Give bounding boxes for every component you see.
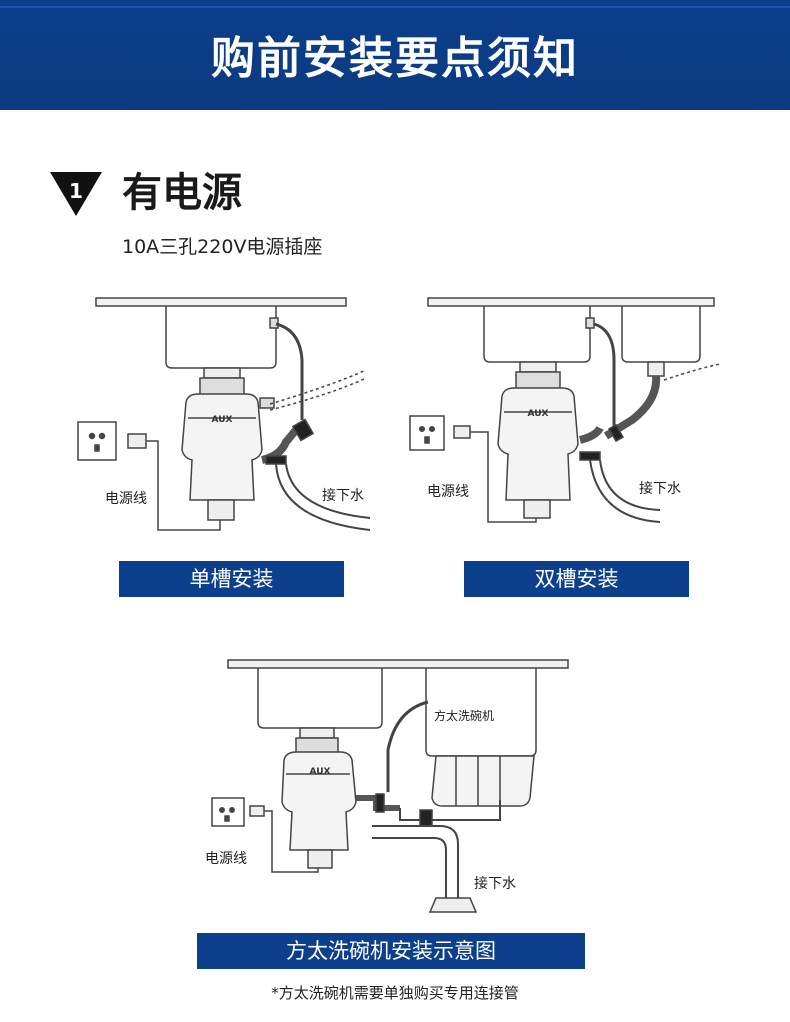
disposer-base [207,499,235,521]
drain-pipe [372,825,459,898]
section-title: 有电源 [122,170,242,216]
page-title: 购前安装要点须知 [211,33,579,84]
disposer-body [497,387,579,501]
disposer-body [181,393,263,501]
dishwasher-caption: 方太洗碗机安装示意图 [197,933,585,969]
dishwasher-hose [386,700,429,792]
countertop [95,297,347,307]
sink-flange [519,361,557,373]
double-power-label: 电源线 [427,484,469,500]
disposer-brand: AUX [310,767,331,777]
dishwasher-diagram: AUX [211,659,569,913]
single-power-label: 电源线 [105,491,147,507]
drain-pipe [275,463,370,531]
single-sink-caption: 单槽安装 [119,561,344,597]
drain-pipe [589,459,661,523]
sink-basin-left [483,306,591,363]
power-cord [470,431,537,523]
disposer-base [523,499,551,519]
section-number: 1 [69,179,83,203]
dishwasher-lower [431,755,535,807]
single-drain-label: 接下水 [322,488,364,504]
power-socket [409,415,445,451]
disposer-brand: AUX [212,415,233,425]
power-cord [146,440,221,531]
power-plug [127,433,147,449]
overflow-hose [593,322,616,430]
disposer-base [307,849,333,869]
disposer-brand: AUX [528,409,549,419]
connecting-pipe [603,375,661,440]
dishwasher-appliance-label: 方太洗碗机 [434,709,495,723]
double-sink-caption: 双槽安装 [464,561,689,597]
countertop [427,297,715,307]
header-banner: 购前安装要点须知 [0,0,790,110]
dishwasher-power-label: 电源线 [205,851,247,867]
countertop [227,659,569,669]
sink-basin [257,668,383,729]
power-socket [77,421,117,461]
dishwasher-hose [663,363,721,381]
sink-basin-right [621,306,701,363]
sink-flange [203,367,241,379]
power-plug [249,805,265,817]
double-drain-label: 接下水 [639,481,681,497]
sink-flange [299,727,335,739]
section-number-badge: 1 [50,172,102,216]
overflow-hose [275,322,304,420]
header-accent-line [0,6,790,8]
connecting-pipe [399,800,501,821]
power-plug [453,425,471,439]
sink-basin [165,306,277,369]
dishwasher-hose [269,369,367,405]
disposer-body [281,751,357,851]
footnote: *方太洗碗机需要单独购买专用连接管 [271,984,519,1002]
dishwasher-drain-label: 接下水 [474,876,516,892]
double-sink-diagram: AUX [409,297,721,523]
power-socket [211,797,245,827]
section-subtitle: 10A三孔220V电源插座 [122,236,323,258]
single-sink-diagram: AUX [77,297,370,531]
power-cord [264,810,319,873]
